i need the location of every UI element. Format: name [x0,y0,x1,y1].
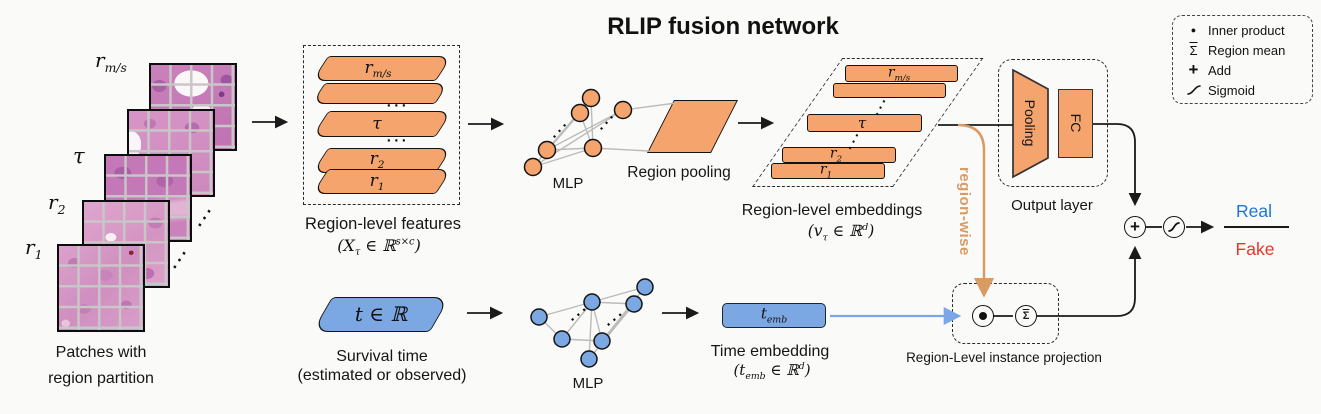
output-layer-caption: Output layer [1011,197,1093,214]
pooling-label: Pooling [1022,99,1038,147]
embedding-bar-r2 [782,147,896,163]
mlp-top-ellipsis-1: ··· [547,115,575,145]
mlp-bottom-nodes [530,278,654,368]
embeddings-caption: Region-level embeddings [741,202,923,219]
region-mean-legend-icon: Σ [1189,42,1198,58]
mlp-bottom-label: MLP [572,375,604,392]
feature-slab-tau [311,111,453,137]
stack-ellipsis-2: ··· [165,243,196,275]
patches-caption-line1: Patches with [55,344,147,361]
plus-icon: + [1130,217,1140,236]
legend-label-inner-product: Inner product [1208,22,1285,38]
region-wise-label: region-wise [956,167,973,256]
embedding-bar-unlabeled [833,83,946,98]
patch-r1 [57,244,145,332]
bar-label-tau: τ [857,114,867,132]
patch-label-r1: r1 [25,235,43,262]
legend-label-region-mean: Region mean [1208,42,1286,58]
mlp-bottom-edges [538,286,646,360]
legend-label-sigmoid: Sigmoid [1208,82,1255,98]
embedding-bar-tau [807,114,922,132]
sigmoid-node [1163,216,1185,238]
legend-item-add: + Add [1184,60,1312,80]
patch-label-tau: τ [73,144,85,168]
survival-value: t ∈ ℝ [354,302,408,326]
legend-box: ● Inner product Σ Region mean + Add Sigm… [1172,15,1313,104]
output-layer-dashed-box [998,59,1108,187]
patch-label-rms: rm/s [95,48,127,75]
mlp-bottom-ellipsis-2: ··· [601,305,631,333]
bar-label-r1: r1 [819,161,833,181]
embeddings-formula: (vτ ∈ ℝd) [807,222,875,244]
slab-label-tau: τ [372,114,382,134]
feature-slab-unlabeled [311,83,449,104]
add-node: + [1124,216,1146,238]
region-pooling-shape [647,100,739,153]
inner-product-node [972,305,994,327]
projection-caption: Region-Level instance projection [906,350,1102,365]
region-mean-node: Σ [1015,305,1037,327]
embedding-bar-rms [845,65,958,82]
inner-product-icon [979,312,987,320]
legend-item-region-mean: Σ Region mean [1184,40,1312,60]
slab-label-rms: rm/s [364,57,392,81]
features-dashed-box [303,45,460,205]
features-formula: (Xτ ∈ ℝs×c) [337,236,421,259]
mlp-bottom-ellipsis-1: ··· [565,300,595,328]
projection-dashed-box [952,283,1059,344]
inner-product-legend-icon: ● [1190,25,1197,35]
legend-item-sigmoid: Sigmoid [1184,80,1312,100]
legend-label-add: Add [1208,62,1232,78]
fc-box [1058,89,1093,158]
time-embedding-caption: Time embedding [710,343,830,360]
stack-ellipsis-1: ··· [190,201,221,233]
fc-label: FC [1068,113,1084,133]
survival-caption-line1: Survival time [336,348,428,365]
slab-label-r2: r2 [369,148,385,172]
features-ellipsis-1: ··· [386,97,410,115]
temb-box-label: temb [760,304,788,326]
real-label: Real [1236,201,1272,221]
features-caption: Region-level features [305,215,461,233]
survival-caption-line2: (estimated or observed) [297,367,467,384]
embedding-bar-r1 [771,163,885,179]
bar-label-rms: rm/s [887,64,911,84]
legend-item-inner-product: ● Inner product [1184,20,1312,40]
sigmoid-legend-icon [1184,84,1203,96]
bar-label-r2: r2 [829,145,843,165]
figure-title: RLIP fusion network [607,13,839,40]
mlp-top-nodes [523,88,633,177]
mlp-top-ellipsis-2: ··· [594,107,622,137]
fake-label: Fake [1235,239,1275,259]
add-legend-icon: + [1188,60,1199,79]
patches-caption-line2: region partition [48,370,154,387]
mlp-top-label: MLP [552,175,584,192]
region-mean-icon: Σ [1022,309,1030,322]
slab-label-r1: r1 [369,170,385,194]
sigmoid-icon [1168,222,1180,232]
temb-box [722,303,826,328]
region-pooling-label: Region pooling [627,164,731,181]
time-embedding-formula: (temb ∈ ℝd) [733,361,811,382]
features-ellipsis-2: ··· [386,132,410,150]
patch-label-r2: r2 [48,190,66,217]
